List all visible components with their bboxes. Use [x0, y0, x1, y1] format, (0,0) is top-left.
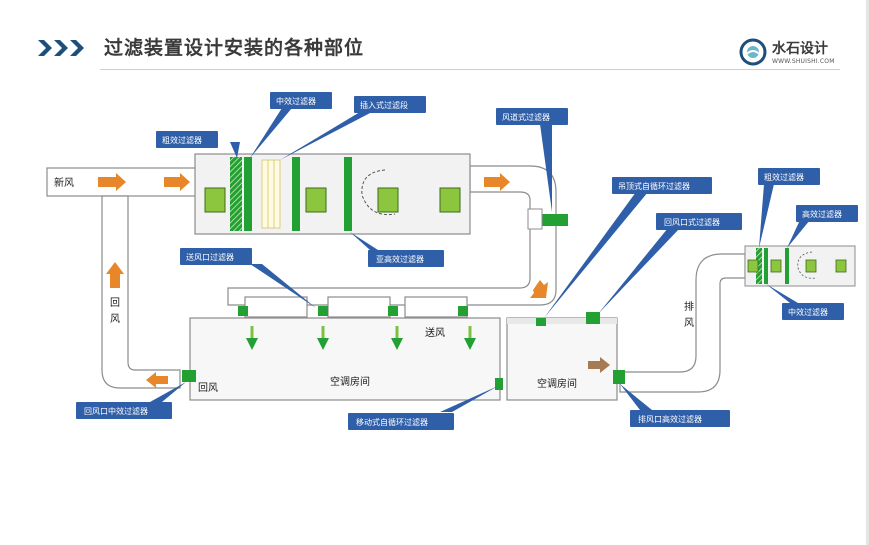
svg-text:移动式自循环过滤器: 移动式自循环过滤器 [356, 417, 428, 427]
exhaust-unit [744, 245, 856, 287]
air-handling-unit [194, 153, 471, 235]
exhaust-coarse-filter [756, 248, 762, 284]
callout-coarse-filter-ahu [156, 131, 218, 148]
ahu-outlet-arrow [484, 173, 510, 191]
ahu-fan-4 [439, 187, 461, 213]
supply-air-label: 送风 [425, 326, 445, 339]
callout-medium-filter-exhaust [782, 303, 844, 320]
return-left-arrow [146, 372, 168, 388]
room-2 [506, 317, 618, 401]
callout-supply-outlet-filter [180, 248, 252, 265]
return-up-arrow [106, 262, 124, 288]
supply-outlet-filter-3 [388, 306, 398, 316]
airflow-arrows [98, 173, 610, 388]
ceiling-plenum [507, 318, 617, 324]
ahu-inlet-arrow [164, 173, 190, 191]
svg-text:排风口高效过滤器: 排风口高效过滤器 [638, 414, 702, 424]
rooms [189, 317, 618, 401]
supply-outlets [238, 306, 476, 350]
logo-icon [739, 38, 767, 66]
mobile-recirc-filter [495, 378, 503, 390]
supply-header-3 [404, 296, 468, 318]
callout-duct-filter [496, 108, 568, 125]
callout-mobile-recirc-filter [348, 413, 454, 430]
exhaust-outlet-hepa-filter [613, 370, 625, 384]
ahu-hepa-filter [344, 157, 352, 231]
svg-text:风道式过滤器: 风道式过滤器 [502, 112, 550, 122]
svg-text:粗效过滤器: 粗效过滤器 [162, 135, 202, 145]
room2-exhaust-arrow [588, 357, 610, 373]
ahu-fan-1 [204, 187, 226, 213]
ahu-fan-2 [305, 187, 327, 213]
company-logo: 水石设计 WWW.SHUISHI.COM [738, 37, 858, 69]
svg-text:中效过滤器: 中效过滤器 [276, 96, 316, 106]
logo-name: 水石设计 [772, 41, 828, 57]
duct-down-arrow [530, 280, 548, 298]
return-air-label: 回风 [198, 382, 218, 394]
supply-header-1 [244, 296, 308, 318]
callout-return-outlet-filter [656, 213, 742, 230]
ahu-sub-hepa-filter [292, 157, 300, 231]
callout-coarse-filter-exhaust [758, 168, 820, 185]
duct-filter [540, 214, 568, 226]
svg-text:回风口式过滤器: 回风口式过滤器 [664, 217, 720, 227]
ahu-insert-section [261, 159, 281, 229]
svg-text:亚高效过滤器: 亚高效过滤器 [376, 254, 424, 264]
chevrons-icon [38, 40, 84, 56]
svg-text:粗效过滤器: 粗效过滤器 [764, 172, 804, 182]
callouts: 粗效过滤器 中效过滤器 插入式过滤段 风道式过滤器 亚高效过滤器 送风口过滤器 … [76, 92, 858, 430]
exhaust-hepa-filter [785, 248, 789, 284]
header-divider [100, 69, 840, 70]
supply-outlet-filter-2 [318, 306, 328, 316]
svg-text:送风口过滤器: 送风口过滤器 [186, 252, 234, 262]
svg-text:吊顶式自循环过滤器: 吊顶式自循环过滤器 [618, 181, 690, 191]
return-outlet-medium-filter [182, 370, 196, 382]
return-outlet-filter [586, 312, 600, 324]
callout-ceiling-recirc-filter [612, 177, 712, 194]
ahu-coarse-filter [230, 157, 242, 231]
exhaust-medium-filter [764, 248, 768, 284]
svg-text:插入式过滤段: 插入式过滤段 [360, 100, 408, 110]
exhaust-air-label-2: 风 [684, 317, 694, 329]
ahu-outlet-duct [227, 165, 557, 306]
callout-medium-filter-ahu [270, 92, 332, 109]
svg-text:回风口中效过滤器: 回风口中效过滤器 [84, 406, 148, 416]
return-air-vertical-label-1: 回 [110, 297, 120, 309]
supply-outlet-filter-4 [458, 306, 468, 316]
page-edge [866, 0, 869, 545]
ceiling-recirc-filter [536, 318, 546, 326]
ahu-fan-scroll [361, 169, 396, 216]
svg-text:高效过滤器: 高效过滤器 [802, 209, 842, 219]
ahu-medium-filter [244, 157, 252, 231]
room-1 [189, 317, 501, 401]
return-air-duct [101, 195, 181, 389]
page-title: 过滤装置设计安装的各种部位 [104, 37, 365, 59]
exhaust-air-label-1: 排 [684, 300, 694, 313]
exhaust-duct [619, 253, 746, 393]
supply-header-2 [327, 296, 391, 318]
return-air-vertical-label-2: 风 [110, 313, 120, 325]
supply-outlet-filter-1 [238, 306, 248, 316]
logo-url: WWW.SHUISHI.COM [772, 58, 835, 65]
callout-return-outlet-medium-filter [76, 402, 172, 419]
callout-hepa-filter-exhaust [796, 205, 858, 222]
ahu-fan-3 [377, 187, 399, 213]
room-2-label: 空调房间 [537, 377, 577, 390]
room-1-label: 空调房间 [330, 375, 370, 388]
fresh-air-arrow [98, 173, 126, 191]
slide-header: 过滤装置设计安装的各种部位 水石设计 WWW.SHUISHI.COM [0, 0, 869, 70]
fresh-air-label: 新风 [54, 176, 74, 189]
callout-sub-hepa-filter [368, 250, 444, 267]
svg-text:中效过滤器: 中效过滤器 [788, 307, 828, 317]
callout-insert-filter-section [354, 96, 426, 113]
callout-exhaust-outlet-hepa-filter [630, 410, 730, 427]
